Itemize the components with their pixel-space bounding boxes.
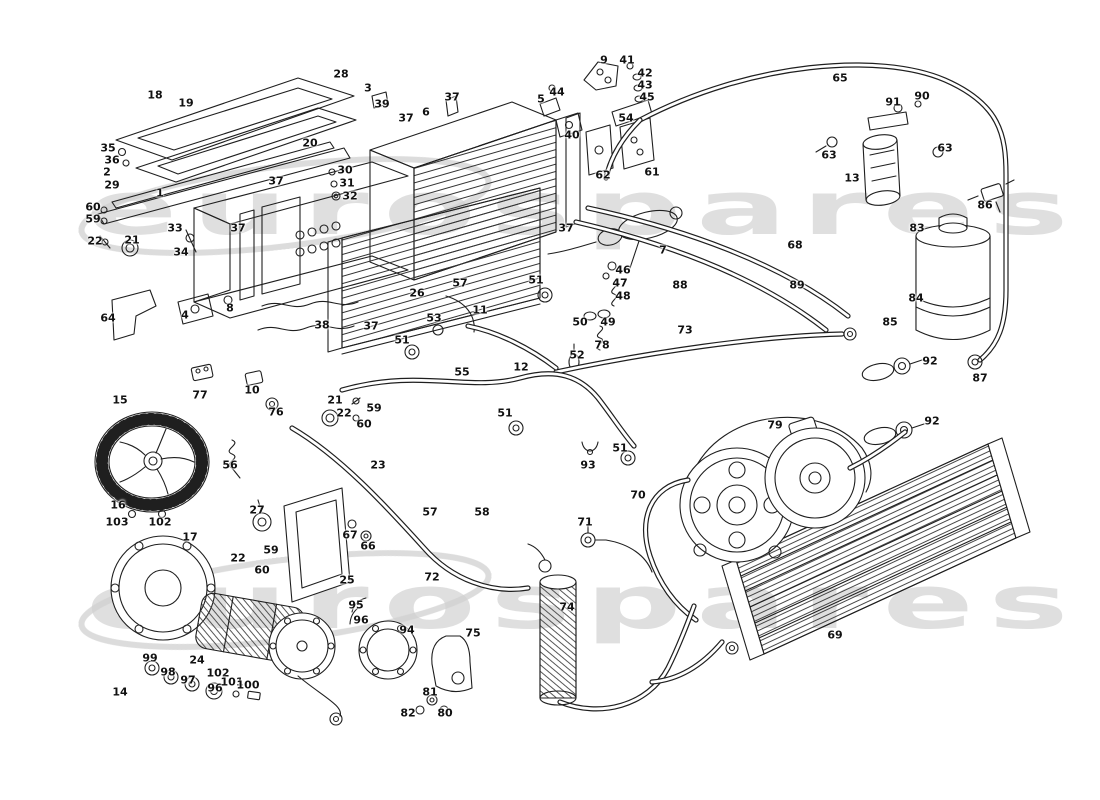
condenser bbox=[721, 437, 1031, 661]
heater-box bbox=[193, 91, 459, 319]
hose-clamps bbox=[404, 287, 636, 466]
hoses bbox=[289, 323, 908, 712]
small-parts-left bbox=[99, 84, 561, 542]
blower-wheel bbox=[94, 411, 210, 513]
compressor bbox=[679, 416, 872, 563]
lower-core bbox=[327, 187, 541, 355]
side-strips bbox=[97, 141, 351, 225]
charge-fittings bbox=[861, 354, 983, 446]
filter-drier-top bbox=[815, 100, 1015, 213]
top-brackets bbox=[555, 61, 655, 176]
drier-bottle bbox=[415, 521, 653, 715]
mount-frame bbox=[283, 487, 418, 680]
blower-motor bbox=[110, 535, 343, 726]
refrigerant-pipes bbox=[553, 62, 1009, 375]
receiver-canister bbox=[915, 213, 991, 340]
lid-frame bbox=[115, 77, 357, 183]
